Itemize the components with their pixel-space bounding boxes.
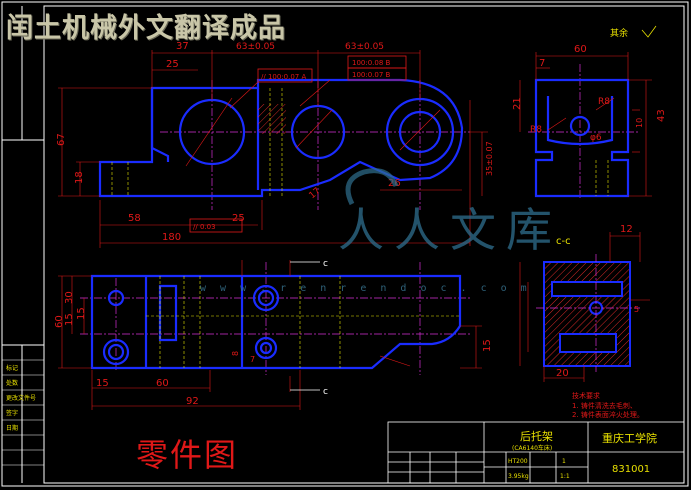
tol-parallel-a: // 100:0.07 A [261,73,306,81]
tech-notes-line1: 1. 铸件清洗去毛刺、 [572,401,637,410]
dim-25-top: 25 [166,59,179,70]
side-dim-phi6: φ6 [590,133,602,143]
side-dim-10: 10 [635,118,644,128]
section-dim-20: 20 [556,368,569,379]
side-dim-21: 21 [512,97,523,110]
surface-note: 其余 [610,25,657,39]
section-dim-5: 5 [634,305,639,314]
dim-63a: 63±0.05 [236,42,275,52]
surface-note-text: 其余 [610,27,628,39]
top-dim-15c: 15 [96,378,109,389]
school-name: 重庆工学院 [602,431,657,445]
watermark-url: w w w . r e n r e n d o c . c o m [200,283,531,294]
bore-right-inner [398,110,442,154]
title-block [387,421,685,484]
tech-notes-heading: 技术要求 [572,391,600,400]
left-strip-labels: 标记 处数 更改文件号 签字 日期 [6,364,36,432]
top-dim-30: 30 [64,291,75,304]
top-view-dims: 60 30 15 15 15 60 92 7 8 15 c c [54,259,493,407]
tol-parallel-b2: 100:0.07 B [352,71,391,79]
section-mark-bottom: c [323,387,328,397]
dim-180: 180 [162,232,181,243]
drawing-number: 831001 [612,464,650,475]
side-view-dims: 60 7 21 43 10 R8 R8 φ6 [512,44,667,143]
title-block-text: 后托架 (CA6140车床) 重庆工学院 HT200 3.95kg 1:1 1 … [508,429,657,480]
tol-flat: // 0.03 [193,223,216,231]
weight: 3.95kg [508,473,529,480]
dim-18: 18 [74,171,85,184]
dim-67: 67 [56,133,67,146]
top-dim-15r: 15 [482,339,493,352]
dim-58: 58 [128,213,141,224]
side-dim-r8b: R8 [598,97,610,107]
dim-17: 17 [307,186,322,201]
top-dim-15a: 15 [64,313,75,326]
strip-label: 处数 [6,379,18,387]
tech-notes: 技术要求 1. 铸件清洗去毛刺、 2. 铸件表面淬火处理。 [572,391,644,419]
drawing-title: 零件图 [136,436,239,474]
side-dim-r8a: R8 [530,125,542,135]
top-view [58,260,482,410]
strip-label: 标记 [6,364,18,372]
top-dim-60b: 60 [156,378,169,389]
section-view [519,232,650,382]
section-mark-top: c [323,259,328,269]
top-dim-8: 8 [231,351,240,356]
top-dim-15b: 15 [76,307,87,320]
strip-label: 日期 [6,424,18,432]
watermark-logo-icon [345,168,399,206]
left-strip [2,359,44,466]
banner-title: 闰土机械外文翻译成品 [6,13,286,44]
side-dim-60: 60 [574,44,587,55]
dim-63b: 63±0.05 [345,42,384,52]
dim-35: 35±0.07 [485,141,494,176]
front-view [58,50,488,248]
watermark-text: 人人文库 [338,203,562,257]
side-dim-43: 43 [656,109,667,122]
count: 1 [562,458,566,465]
dim-37: 37 [176,41,189,52]
top-dim-60: 60 [54,315,65,328]
section-label: c-c [556,236,571,247]
top-dim-92: 92 [186,396,199,407]
scale: 1:1 [560,473,570,480]
machine-name: (CA6140车床) [512,444,552,452]
part-name: 后托架 [520,429,553,443]
section-view-labels: c-c 12 20 5 [556,224,639,379]
tol-parallel-b1: 100:0.08 B [352,59,391,67]
section-dim-12: 12 [620,224,633,235]
roughness-symbol-icon [641,25,657,38]
side-dim-7: 7 [539,58,545,69]
section-arrows [290,261,320,391]
top-dim-7: 7 [250,355,255,364]
tech-notes-line2: 2. 铸件表面淬火处理。 [572,410,644,419]
side-view [519,52,652,198]
strip-label: 更改文件号 [6,394,36,402]
material: HT200 [508,458,528,465]
dim-25-bottom: 25 [232,213,245,224]
strip-label: 签字 [6,409,18,417]
